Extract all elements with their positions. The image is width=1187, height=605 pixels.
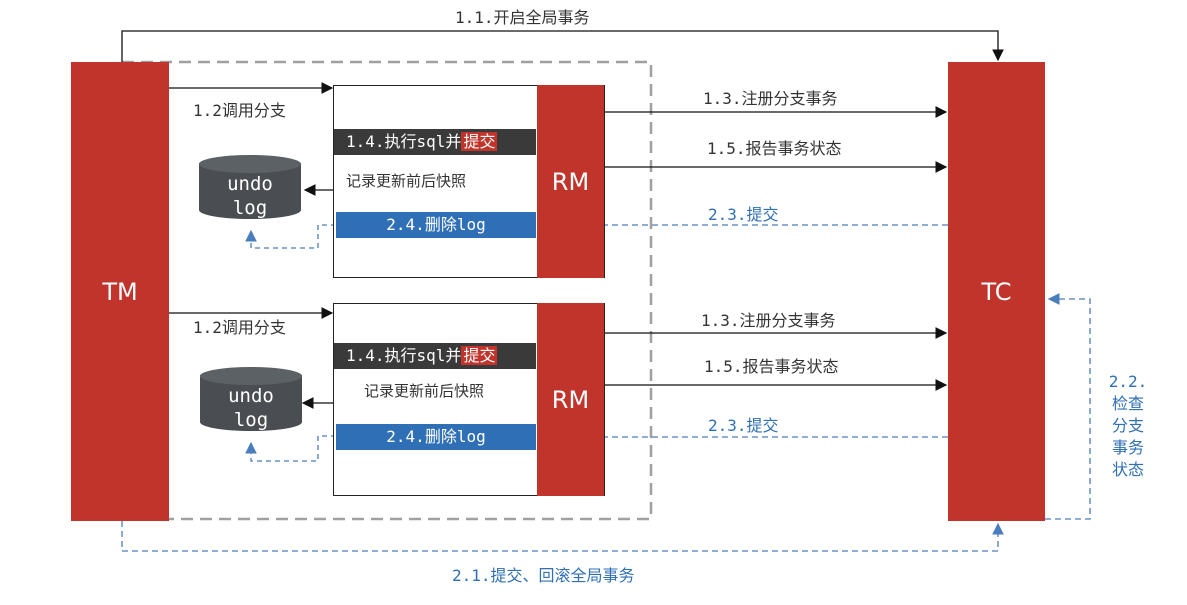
tm-node: TM: [71, 62, 169, 521]
check-branch-line-4: 事务: [1111, 438, 1144, 457]
check-branch-line-1: 2.2.: [1108, 372, 1148, 391]
check-branch-line-5: 状态: [1111, 460, 1144, 479]
snapshot-label-2: 记录更新前后快照: [364, 382, 485, 400]
commit-rollback-global-label: 2.1.提交、回滚全局事务: [452, 566, 635, 585]
undo-log-db-1: undo log: [199, 155, 301, 227]
snapshot-label-1: 记录更新前后快照: [346, 172, 467, 190]
check-branch-line-2: 检查: [1111, 394, 1144, 413]
check-branch-label: 2.2. 检查 分支 事务 状态: [1108, 371, 1148, 481]
exec-sql-highlight-2: 提交: [461, 346, 498, 365]
tm-label: TM: [102, 277, 138, 306]
tc-label: TC: [981, 277, 1012, 306]
arrow-delete-log-1: [245, 224, 336, 249]
arrow-commit-rollback-global: [121, 521, 1004, 552]
db-top-1: [199, 155, 301, 173]
delete-log-bar-1: 2.4.删除log: [336, 212, 536, 238]
tc-node: TC: [948, 62, 1045, 521]
delete-log-text-1: 2.4.删除log: [386, 215, 486, 234]
delete-log-text-2: 2.4.删除log: [386, 427, 486, 446]
register-label-1: 1.3.注册分支事务: [703, 89, 838, 108]
delete-log-bar-2: 2.4.删除log: [336, 424, 536, 450]
undo-text-1: undo: [227, 173, 273, 195]
rm-label-1: RM: [551, 167, 590, 196]
report-label-2: 1.5.报告事务状态: [704, 357, 839, 376]
commit-label-1: 2.3.提交: [708, 205, 779, 224]
undo-log-db-2: undo log: [200, 367, 302, 439]
call-branch-label-2: 1.2调用分支: [193, 318, 286, 337]
exec-sql-text-1: 1.4.执行sql并: [346, 132, 462, 151]
check-branch-line-3: 分支: [1111, 416, 1144, 435]
report-label-1: 1.5.报告事务状态: [707, 139, 842, 158]
undo-text-2: undo: [228, 385, 274, 407]
db-top-2: [200, 367, 302, 385]
exec-sql-text-2: 1.4.执行sql并: [346, 346, 462, 365]
call-branch-label-1: 1.2调用分支: [193, 101, 286, 120]
rm-node-2: RM: [537, 303, 604, 496]
arrow-delete-log-2: [245, 435, 336, 462]
exec-sql-bar-2: 1.4.执行sql并提交: [334, 343, 536, 369]
rm-label-2: RM: [551, 385, 590, 414]
commit-label-2: 2.3.提交: [708, 416, 779, 435]
exec-sql-bar-1: 1.4.执行sql并提交: [334, 129, 536, 155]
exec-sql-highlight-1: 提交: [461, 132, 498, 151]
begin-global-label: 1.1.开启全局事务: [455, 8, 590, 27]
log-text-1: log: [232, 197, 268, 219]
log-text-2: log: [233, 409, 269, 431]
register-label-2: 1.3.注册分支事务: [701, 311, 836, 330]
rm-node-1: RM: [537, 85, 604, 278]
arrow-begin-global: [121, 30, 1004, 62]
arrow-check-branch: [1045, 293, 1091, 520]
